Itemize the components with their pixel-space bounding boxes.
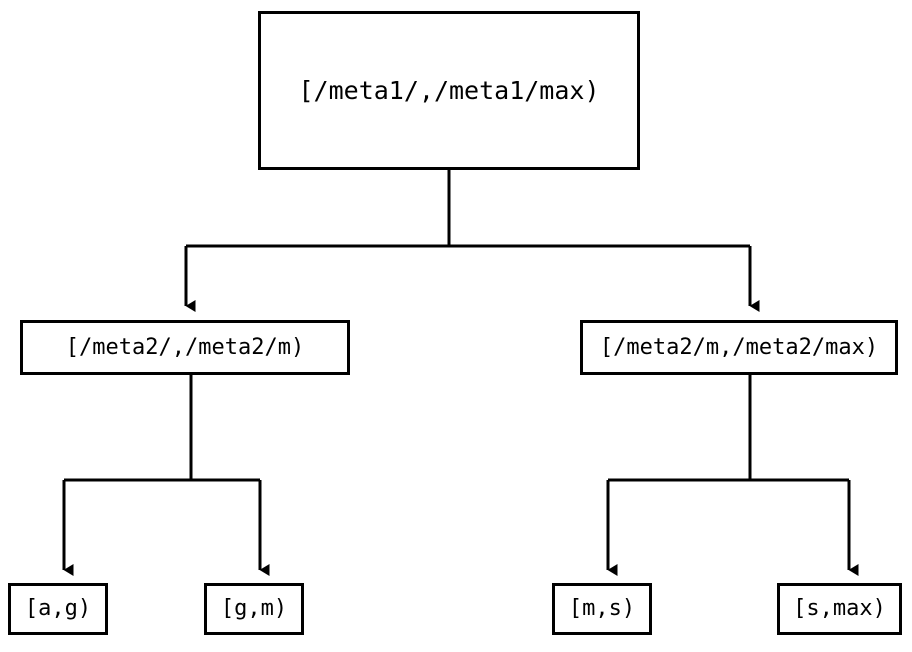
tree-node-mid-left-label: [/meta2/,/meta2/m): [65, 334, 305, 360]
tree-node-leaf-1-label: [a,g): [24, 596, 92, 621]
edge-root-to-mid-group: [184, 170, 760, 312]
edge-mid-left-to-leaves-group: [62, 375, 270, 576]
tree-node-root[interactable]: [/meta1/,/meta1/max): [258, 11, 640, 170]
tree-node-mid-right-label: [/meta2/m,/meta2/max): [599, 334, 879, 360]
edge-mid-right-to-leaves-group: [606, 375, 859, 576]
tree-node-leaf-3-label: [m,s): [568, 596, 636, 621]
tree-node-leaf-4[interactable]: [s,max): [777, 583, 902, 635]
tree-node-root-label: [/meta1/,/meta1/max): [298, 76, 600, 105]
tree-node-leaf-4-label: [s,max): [793, 596, 886, 621]
tree-node-leaf-2-label: [g,m): [220, 596, 288, 621]
tree-node-leaf-2[interactable]: [g,m): [204, 583, 304, 635]
tree-node-leaf-3[interactable]: [m,s): [552, 583, 652, 635]
tree-node-mid-right[interactable]: [/meta2/m,/meta2/max): [580, 320, 898, 375]
tree-node-mid-left[interactable]: [/meta2/,/meta2/m): [20, 320, 350, 375]
tree-node-leaf-1[interactable]: [a,g): [8, 583, 108, 635]
